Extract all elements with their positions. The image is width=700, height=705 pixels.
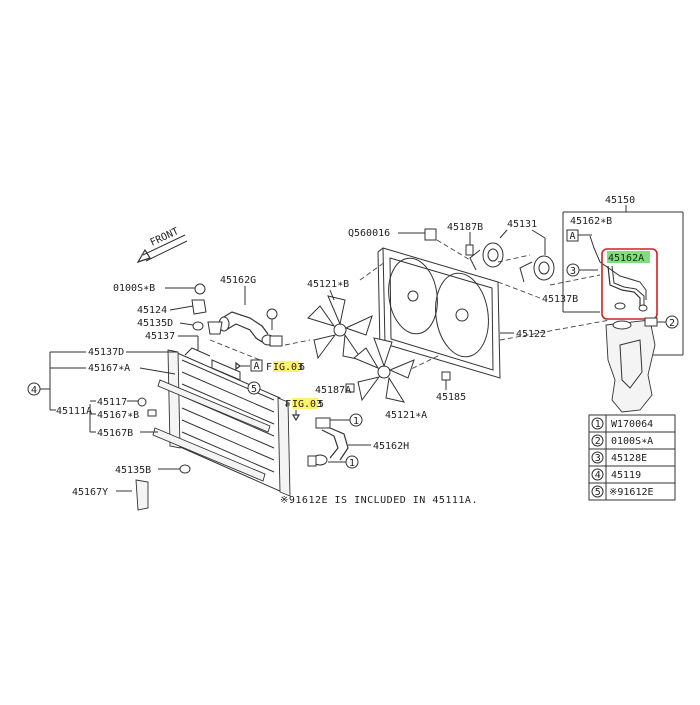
legend-num-3: 3 [595,453,601,464]
label-45137-b: 45137B [542,294,578,305]
legend-callout-3 [591,451,604,464]
label-45137: 45137 [145,331,175,342]
fig-035-prefix: F [285,399,291,410]
fan-motor-right [533,255,555,281]
ref-box-a-top-label: A [570,231,576,242]
ref-box-a-mid-label: A [254,361,260,372]
callout-4-left-label: 4 [31,385,37,396]
label-q560016: Q560016 [348,228,390,239]
label-45185: 45185 [436,392,466,403]
legend-code-1: W170064 [611,419,653,430]
front-arrow-icon [136,234,188,264]
label-45111-a: 45111A [56,406,92,417]
front-label: FRONT [149,226,181,249]
fan-blade-b [307,295,373,361]
overflow-hose [607,265,641,306]
label-45137-d: 45137D [88,347,124,358]
inclusion-note: ※91612E IS INCLUDED IN 45111A. [280,495,478,506]
label-45167-y: 45167Y [72,487,108,498]
fan-shroud [382,247,501,379]
radiator-tank-right [277,397,291,497]
fig-035-suffix: 5 [318,399,324,410]
label-45122: 45122 [516,329,546,340]
fig-036-prefix: F [266,362,272,373]
fan-blade-a [353,337,415,403]
legend-callout-5 [591,485,604,498]
label-45135-b: 45135B [115,465,151,476]
label-45135-d: 45135D [137,318,173,329]
label-45150: 45150 [605,195,635,206]
label-45187-a: 45187A [315,385,351,396]
label-45187-b: 45187B [447,222,483,233]
fan-motor-left [482,242,504,268]
callout-1-mid-label: 1 [353,416,359,427]
highlight-45162a [607,251,650,263]
radiator-bracket [135,479,149,511]
legend-num-1: 1 [595,419,601,430]
ref-box-a-mid [250,359,263,372]
callout-5-mid [247,381,261,395]
fig-036-suffix: 6 [299,362,305,373]
label-45167-a: 45167∗A [88,363,130,374]
legend-code-2: 0100S∗A [611,436,653,447]
label-45162-b: 45162∗B [570,216,612,227]
legend-num-5: 5 [595,487,601,498]
label-45121-a: 45121∗A [385,410,427,421]
callout-5-mid-label: 5 [251,384,257,395]
radiator-tank-left [167,349,181,449]
legend-num-4: 4 [595,470,601,481]
legend-code-3: 45128E [611,453,647,464]
reservoir-tank [605,319,656,413]
label-45167-b-star: 45167∗B [97,410,139,421]
legend-callout-2 [591,434,604,447]
legend-num-2: 2 [595,436,601,447]
callout-2-right-label: 2 [669,318,675,329]
upper-hose [221,311,269,335]
callout-highlight-box [601,248,658,320]
fig-036-highlight: IG.03 [273,362,303,373]
fig-035-highlight: IG.03 [292,399,322,410]
legend-callout-1 [591,417,604,430]
highlight-fig-035 [292,398,318,409]
highlight-fig-036 [273,361,299,372]
label-45162-g: 45162G [220,275,256,286]
label-45167-b: 45167B [97,428,133,439]
label-45131: 45131 [507,219,537,230]
label-45121-b: 45121∗B [307,279,349,290]
label-45117: 45117 [97,397,127,408]
legend-code-5: ※91612E [609,487,654,498]
label-0100s-b: 0100S∗B [113,283,155,294]
callout-1-low-label: 1 [349,458,355,469]
legend-callout-4 [591,468,604,481]
legend-code-4: 45119 [611,470,641,481]
lower-hose [321,429,339,459]
label-45124: 45124 [137,305,167,316]
label-45162-h: 45162H [373,441,409,452]
callout-3-top-label: 3 [570,266,576,277]
label-45162-a: 45162A [608,253,644,264]
legend-table: 1 W170064 2 0100S∗A 3 45128E 4 45119 5 ※… [588,414,676,501]
